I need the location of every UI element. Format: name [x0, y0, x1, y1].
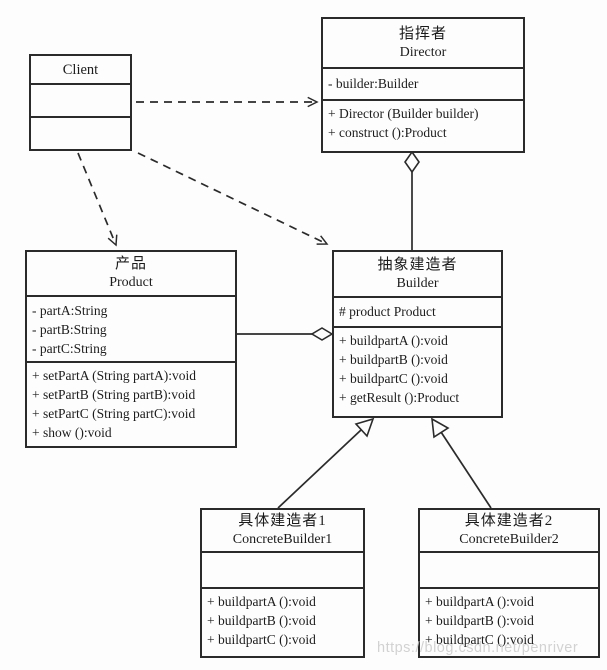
method-label: + show ():void: [32, 425, 112, 440]
generalization-line-cb1-builder: [277, 429, 362, 509]
class-header-director: 指挥者 Director: [323, 19, 523, 69]
class-attributes-product: - partA:String - partB:String - partC:St…: [27, 297, 235, 363]
method-label: + buildpartB ():void: [207, 613, 316, 628]
class-header-client: Client: [31, 56, 130, 85]
method-label: + buildpartB ():void: [339, 352, 448, 367]
method-label: + getResult ():Product: [339, 390, 460, 405]
aggregation-diamond-icon-builder: [310, 327, 334, 341]
method-label: + buildpartC ():void: [425, 632, 534, 647]
class-box-concrete-builder1: 具体建造者1 ConcreteBuilder1 + buildpartA ():…: [200, 508, 365, 658]
method-label: + buildpartC ():void: [339, 371, 448, 386]
dependency-arrow-client-builder: [137, 152, 329, 245]
class-title-en: Builder: [396, 275, 439, 291]
class-title-zh: 产品: [114, 256, 147, 272]
method-label: + setPartA (String partA):void: [32, 368, 196, 383]
method-label: + buildpartA ():void: [207, 594, 316, 609]
class-box-director: 指挥者 Director - builder:Builder + Directo…: [321, 17, 525, 153]
method-label: + buildpartC ():void: [207, 632, 316, 647]
class-methods-builder: + buildpartA ():void + buildpartB ():voi…: [334, 328, 501, 407]
method-label: + setPartB (String partB):void: [32, 387, 196, 402]
class-attributes-client: [31, 85, 130, 118]
attribute-label: - partB:String: [32, 322, 107, 337]
class-title: Client: [62, 61, 99, 78]
class-attributes-builder: # product Product: [334, 298, 501, 328]
class-title-zh: 具体建造者2: [464, 513, 554, 529]
class-methods-director: + Director (Builder builder) + construct…: [323, 101, 523, 142]
csdn-watermark: https://blog.csdn.net/penriver: [377, 640, 579, 656]
class-header-product: 产品 Product: [27, 252, 235, 297]
class-methods-client: [31, 118, 130, 121]
class-attributes-concrete-builder1: [202, 553, 363, 589]
method-label: + buildpartB ():void: [425, 613, 534, 628]
class-title-zh: 指挥者: [398, 25, 447, 42]
dependency-arrow-client-product: [77, 152, 118, 247]
class-box-concrete-builder2: 具体建造者2 ConcreteBuilder2 + buildpartA ():…: [418, 508, 600, 658]
class-title-en: ConcreteBuilder1: [232, 532, 333, 547]
method-label: + buildpartA ():void: [339, 333, 448, 348]
class-box-product: 产品 Product - partA:String - partB:String…: [25, 250, 237, 448]
class-methods-concrete-builder1: + buildpartA ():void + buildpartB ():voi…: [202, 589, 363, 649]
method-label: + buildpartA ():void: [425, 594, 534, 609]
class-box-builder: 抽象建造者 Builder # product Product + buildp…: [332, 250, 503, 418]
attribute-label: # product Product: [339, 304, 436, 319]
attribute-label: - partC:String: [32, 341, 107, 356]
class-title-en: ConcreteBuilder2: [459, 532, 559, 547]
class-header-concrete-builder2: 具体建造者2 ConcreteBuilder2: [420, 510, 598, 553]
class-methods-product: + setPartA (String partA):void + setPart…: [27, 363, 235, 442]
attribute-label: - partA:String: [32, 303, 108, 318]
class-box-client: Client: [29, 54, 132, 151]
class-header-concrete-builder1: 具体建造者1 ConcreteBuilder1: [202, 510, 363, 553]
class-attributes-director: - builder:Builder: [323, 69, 523, 101]
class-methods-concrete-builder2: + buildpartA ():void + buildpartB ():voi…: [420, 589, 598, 649]
generalization-triangle-icon-cb2: [431, 417, 450, 439]
method-label: + construct ():Product: [328, 125, 447, 140]
class-title-zh: 具体建造者1: [238, 513, 327, 529]
class-title-en: Director: [399, 44, 447, 60]
generalization-triangle-icon-cb1: [354, 417, 375, 438]
aggregation-diamond-icon-director: [404, 150, 420, 174]
method-label: + Director (Builder builder): [328, 106, 479, 121]
class-header-builder: 抽象建造者 Builder: [334, 252, 501, 298]
generalization-line-cb2-builder: [440, 431, 492, 509]
class-title-zh: 抽象建造者: [377, 256, 458, 273]
class-attributes-concrete-builder2: [420, 553, 598, 589]
method-label: + setPartC (String partC):void: [32, 406, 196, 421]
attribute-label: - builder:Builder: [328, 76, 419, 91]
class-title-en: Product: [109, 275, 153, 290]
